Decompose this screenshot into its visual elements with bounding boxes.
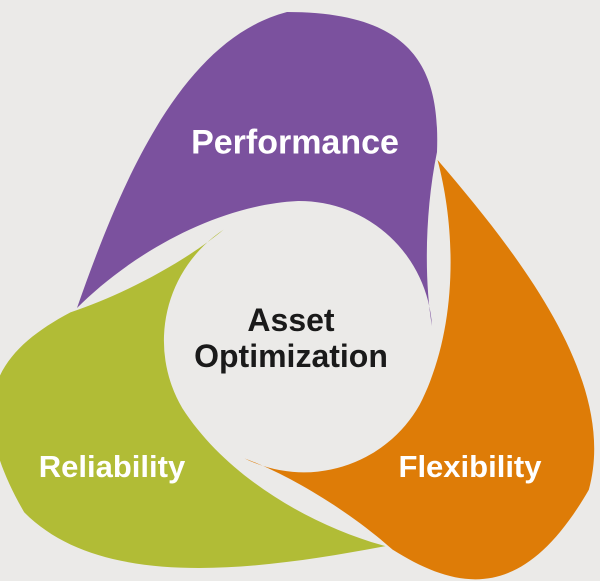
performance-label: Performance [191,123,399,162]
center-label: Asset Optimization [194,302,388,375]
center-label-line1: Asset [247,302,335,339]
reliability-label: Reliability [38,449,186,484]
performance-petal-shape [77,12,438,326]
reliability-petal-shape [0,225,402,581]
flexibility-label: Flexibility [398,449,542,484]
center-label-line2: Optimization [194,338,388,374]
